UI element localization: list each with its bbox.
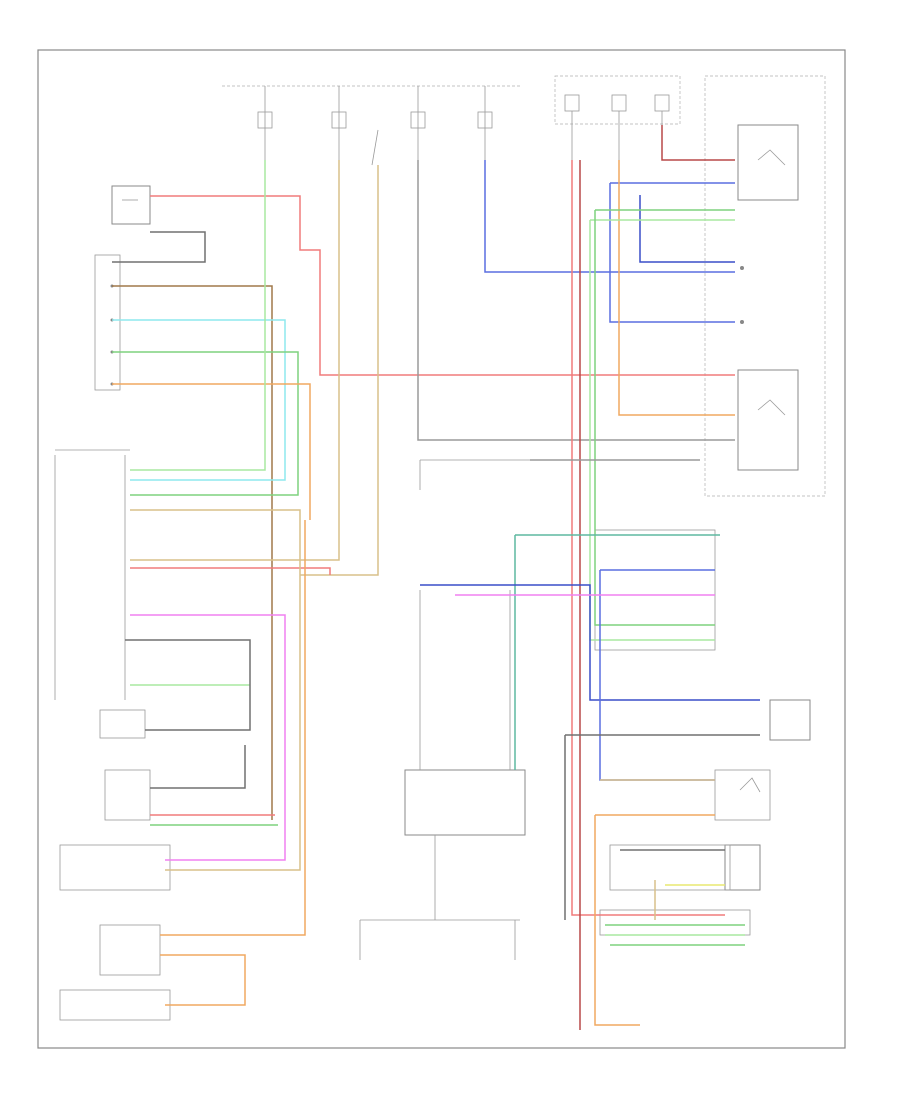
wires [112, 125, 760, 1030]
fuse-block-right [554, 75, 681, 160]
left-lower-components [59, 709, 171, 1021]
diagram-frame [37, 49, 846, 1049]
center-components [359, 459, 700, 960]
climate-control-module [54, 449, 130, 700]
blower-motor-resistor [111, 185, 151, 225]
fuse-block-top: ​ [222, 85, 520, 166]
right-lower-components [594, 529, 811, 936]
relay-block-right [704, 75, 826, 497]
blower-switch [94, 254, 121, 391]
